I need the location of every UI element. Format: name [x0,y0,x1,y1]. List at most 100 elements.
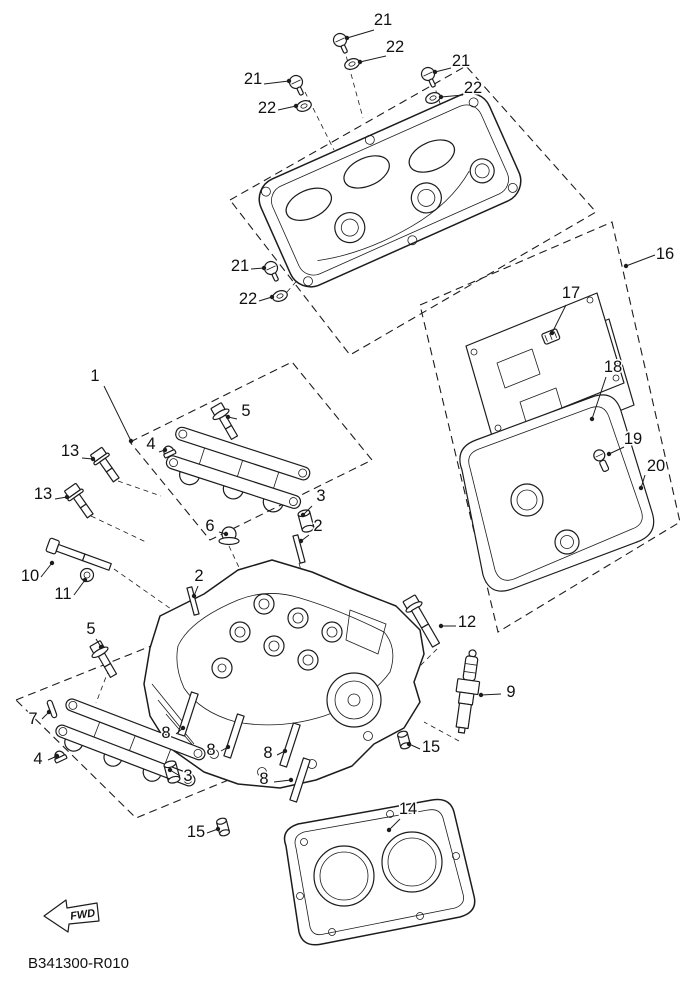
stud-8-drawing [289,757,311,803]
leader-line [73,579,86,596]
leader-endpoint-dot [549,330,555,336]
part-number-13: 13 [61,442,79,460]
leader-endpoint-dot [478,692,484,698]
part-number-22: 22 [386,38,404,56]
camshaft-cap-lower-drawing [55,698,206,787]
leader-line [103,385,132,442]
part-number-8: 8 [263,744,272,762]
part-number-4: 4 [146,435,155,453]
leader-line [263,80,290,85]
leader-line [346,29,375,39]
leader-endpoint-dot [300,512,306,518]
spark-plug-9-drawing [455,649,481,734]
part-number-22: 22 [239,290,257,308]
part-number-14: 14 [399,800,417,818]
fwd-arrow: FWD [43,899,100,933]
part-number-15: 15 [187,823,205,841]
part-number-22: 22 [464,79,482,97]
part-number-5: 5 [86,620,95,638]
leader-line [480,693,502,696]
leader-endpoint-dot [406,741,412,747]
leader-endpoint-dot [432,69,438,75]
leader-endpoint-dot [90,456,96,462]
part-number-8: 8 [259,770,268,788]
part-number-8: 8 [206,741,215,759]
leader-endpoint-dot [82,577,88,583]
leader-endpoint-dot [46,709,52,715]
part-number-7: 7 [28,710,37,728]
leader-endpoint-dot [357,59,363,65]
part-number-21: 21 [244,70,262,88]
leader-endpoint-dot [191,593,197,599]
cap-6-drawing [218,526,240,546]
leader-endpoint-dot [180,725,186,731]
part-number-21: 21 [374,11,392,29]
part-number-15: 15 [422,738,440,756]
leader-endpoint-dot [225,414,231,420]
leader-line [359,55,387,63]
flange-bolt-13-drawing [90,446,120,483]
part-number-10: 10 [21,567,39,585]
pin-7-drawing [46,699,58,719]
leader-line [440,94,464,98]
stud-8-drawing [279,722,301,768]
bracket-17-detail [541,328,561,345]
stud-2-drawing [292,534,306,564]
leader-endpoint-dot [98,644,104,650]
leader-line [608,446,625,455]
leader-line [434,67,452,73]
dome-nut-4-drawing [163,445,177,459]
diagram-code: B341300-R010 [28,955,129,972]
cover-screw-icon [288,74,304,96]
leader-line [551,304,567,334]
head-cover-gasket-20-drawing [459,394,655,592]
leader-endpoint-dot [167,767,173,773]
cover-screw-icon [420,66,436,88]
part-number-17: 17 [562,284,580,302]
cover-screw-icon [332,32,348,54]
flange-bolt-13-drawing [64,482,94,519]
part-number-3: 3 [316,487,325,505]
cover-screw-icon [263,260,279,282]
cylinder-head-drawing [143,559,425,789]
leader-endpoint-dot [64,494,70,500]
part-number-4: 4 [33,750,42,768]
part-number-3: 3 [183,767,192,785]
part-number-6: 6 [205,517,214,535]
leader-endpoint-dot [344,35,350,41]
leader-line [40,562,53,578]
leader-endpoint-dot [589,416,595,422]
leader-endpoint-dot [286,78,292,84]
leader-endpoint-dot [623,263,629,269]
part-number-2: 2 [194,567,203,585]
sealing-washer-icon [425,92,441,104]
leader-endpoint-dot [162,447,168,453]
leader-endpoint-dot [223,531,229,537]
boundary-boxes [15,65,681,819]
leader-endpoint-dot [288,777,294,783]
leader-endpoint-dot [386,827,392,833]
camshaft-cap-upper-drawing [165,426,311,513]
sealing-washer-icon [296,100,312,112]
part-number-1: 1 [90,367,99,385]
leader-endpoint-dot [225,744,231,750]
leader-line [640,474,646,489]
stud-10-drawing [45,537,112,571]
head-gasket-14-drawing [283,798,476,946]
leader-endpoint-dot [298,538,304,544]
fwd-label: FWD [69,907,96,922]
boundary-box-camshaft-cap-lower [15,627,317,819]
leader-endpoint-dot [438,94,444,100]
dowel-pin-15-drawing [396,730,412,750]
leader-endpoint-dot [261,265,267,271]
leader-endpoint-dot [282,748,288,754]
bolt-5-drawing [89,640,118,679]
leader-endpoint-dot [128,438,134,444]
leader-endpoint-dot [54,753,60,759]
leader-endpoint-dot [49,560,55,566]
part-number-9: 9 [506,683,515,701]
sealing-washer-icon [344,58,360,70]
part-number-13: 13 [34,485,52,503]
